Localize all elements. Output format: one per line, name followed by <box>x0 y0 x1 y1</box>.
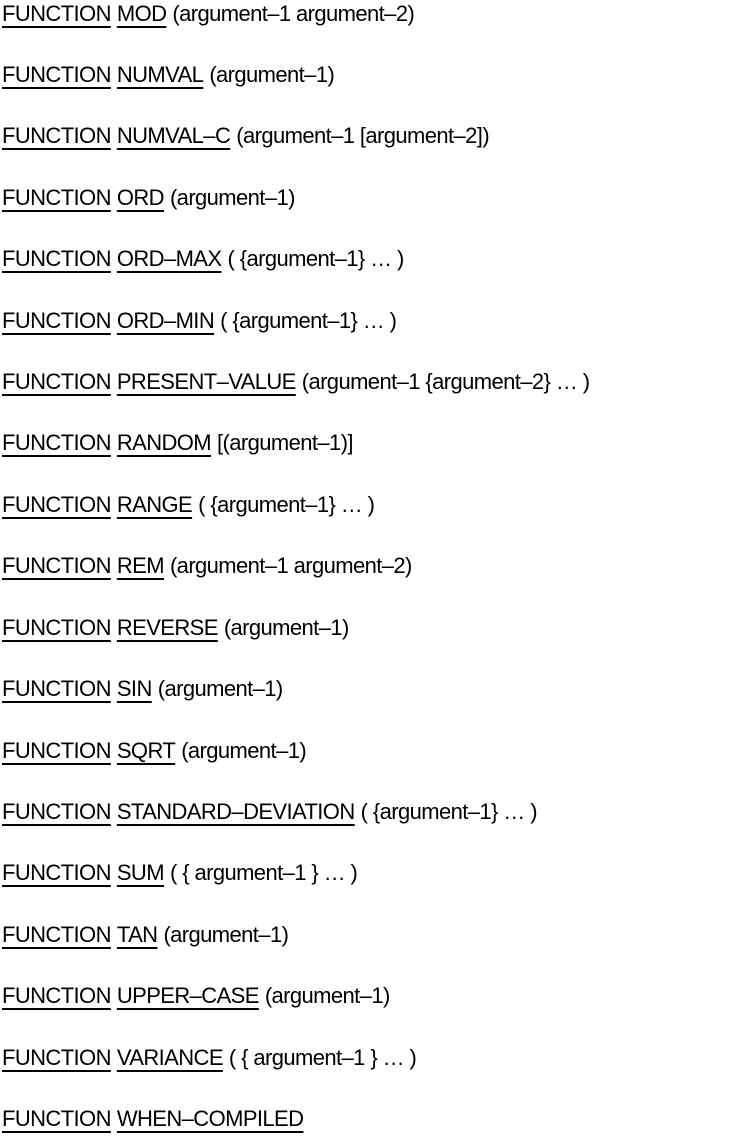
function-name: UPPER–CASE <box>116 983 260 1008</box>
function-arguments: (argument–1) <box>181 738 307 763</box>
function-name: ORD <box>116 185 165 210</box>
function-arguments: ( { argument–1 } … ) <box>169 860 358 885</box>
function-arguments: (argument–1 [argument–2]) <box>236 123 490 148</box>
function-arguments: (argument–1) <box>157 676 283 701</box>
function-name: MOD <box>116 1 167 26</box>
function-keyword: FUNCTION <box>2 983 111 1008</box>
function-arguments: (argument–1) <box>163 922 289 947</box>
function-keyword: FUNCTION <box>2 738 111 763</box>
function-keyword: FUNCTION <box>2 860 111 885</box>
function-name: VARIANCE <box>116 1045 224 1070</box>
function-arguments: (argument–1 argument–2) <box>169 553 412 578</box>
function-keyword: FUNCTION <box>2 615 111 640</box>
function-keyword: FUNCTION <box>2 492 111 517</box>
function-arguments: (argument–1) <box>223 615 349 640</box>
function-arguments: (argument–1 {argument–2} … ) <box>301 369 590 394</box>
function-arguments: ( { argument–1 } … ) <box>228 1045 417 1070</box>
function-keyword: FUNCTION <box>2 308 111 333</box>
function-name: PRESENT–VALUE <box>116 369 296 394</box>
function-keyword: FUNCTION <box>2 799 111 824</box>
function-arguments: (argument–1 argument–2) <box>172 1 415 26</box>
function-name: RANDOM <box>116 430 212 455</box>
function-name: SQRT <box>116 738 176 763</box>
function-name: TAN <box>116 922 158 947</box>
function-arguments: (argument–1) <box>209 62 335 87</box>
function-name: NUMVAL <box>116 62 204 87</box>
function-name: STANDARD–DEVIATION <box>116 799 355 824</box>
function-keyword: FUNCTION <box>2 185 111 210</box>
function-keyword: FUNCTION <box>2 430 111 455</box>
function-arguments: ( {argument–1} … ) <box>198 492 375 517</box>
function-keyword: FUNCTION <box>2 553 111 578</box>
function-keyword: FUNCTION <box>2 1106 111 1131</box>
function-arguments: (argument–1) <box>264 983 390 1008</box>
function-name: REM <box>116 553 165 578</box>
function-name: ORD–MIN <box>116 308 215 333</box>
function-name: SIN <box>116 676 152 701</box>
function-arguments: [(argument–1)] <box>217 430 353 455</box>
function-name: NUMVAL–C <box>116 123 231 148</box>
function-keyword: FUNCTION <box>2 62 111 87</box>
function-name: REVERSE <box>116 615 219 640</box>
function-keyword: FUNCTION <box>2 369 111 394</box>
function-keyword: FUNCTION <box>2 246 111 271</box>
function-name: SUM <box>116 860 165 885</box>
function-keyword: FUNCTION <box>2 1045 111 1070</box>
function-arguments: ( {argument–1} … ) <box>227 246 404 271</box>
function-keyword: FUNCTION <box>2 676 111 701</box>
function-arguments: ( {argument–1} … ) <box>220 308 397 333</box>
function-name: WHEN–COMPILED <box>116 1106 304 1131</box>
function-keyword: FUNCTION <box>2 922 111 947</box>
function-arguments: (argument–1) <box>169 185 295 210</box>
function-arguments: ( {argument–1} … ) <box>360 799 538 824</box>
function-name: ORD–MAX <box>116 246 222 271</box>
function-keyword: FUNCTION <box>2 1 111 26</box>
function-keyword: FUNCTION <box>2 123 111 148</box>
function-name: RANGE <box>116 492 193 517</box>
